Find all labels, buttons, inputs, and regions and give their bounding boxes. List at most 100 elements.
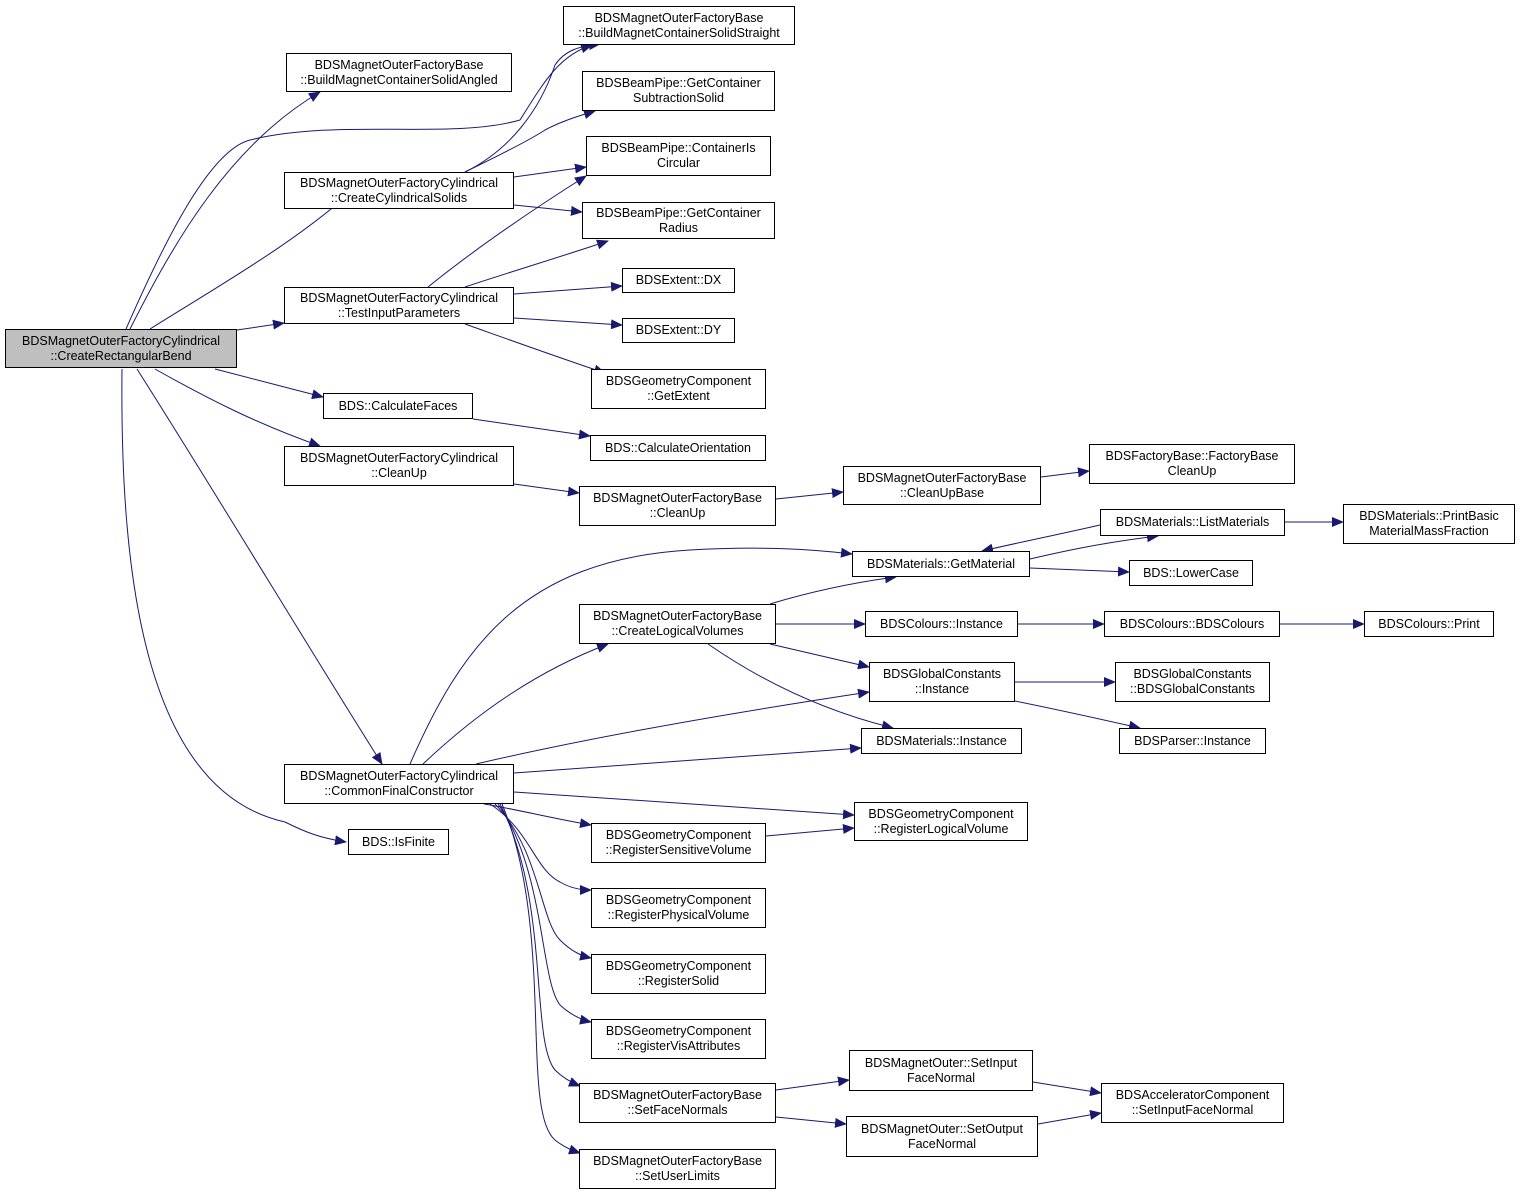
edge-set-out-acc-set [1037, 1109, 1102, 1125]
edge-set-face-set-out [775, 1116, 847, 1128]
edge-common-final-mat-inst [513, 743, 862, 774]
node-label-line: BDSMaterials::ListMaterials [1115, 515, 1270, 529]
node-root[interactable]: BDSMagnetOuterFactoryCylindrical::Create… [5, 329, 237, 368]
node-calc-orient[interactable]: BDS::CalculateOrientation [590, 435, 766, 461]
node-reg-sens[interactable]: BDSGeometryComponent::RegisterSensitiveV… [591, 823, 766, 863]
node-get-mat[interactable]: BDSMaterials::GetMaterial [852, 551, 1030, 577]
node-label-line: ::CleanUp [371, 466, 427, 480]
node-lower[interactable]: BDS::LowerCase [1129, 560, 1253, 586]
node-label-line: Circular [656, 156, 701, 170]
node-label-line: BDSMaterials::PrintBasic [1359, 509, 1499, 523]
node-create-log[interactable]: BDSMagnetOuterFactoryBase::CreateLogical… [579, 604, 776, 644]
node-label-line: BDSMagnetOuterFactoryCylindrical [300, 175, 498, 190]
node-label-line: BDSColours::Instance [880, 616, 1003, 631]
node-label-line: FaceNormal [907, 1136, 977, 1151]
node-label-line: BDSGeometryComponent [605, 1024, 752, 1038]
node-label-line: ::Instance [914, 682, 970, 696]
node-label-line: BDSMaterials::Instance [876, 733, 1007, 748]
node-cleanup-cyl[interactable]: BDSMagnetOuterFactoryCylindrical::CleanU… [284, 446, 514, 486]
edge-root-test-input [236, 319, 285, 331]
node-get-extent[interactable]: BDSGeometryComponent::GetExtent [591, 369, 766, 409]
node-cleanup-base[interactable]: BDSMagnetOuterFactoryBase::CleanUp [579, 486, 776, 526]
edge-common-final-reg-vis [497, 803, 592, 1025]
edge-common-final-reg-phys [489, 803, 592, 895]
node-label-line: BDSMagnetOuterFactoryBase [593, 609, 762, 623]
node-calc-faces[interactable]: BDS::CalculateFaces [323, 393, 473, 419]
node-common-final[interactable]: BDSMagnetOuterFactoryCylindrical::Common… [284, 764, 514, 804]
node-colours-inst[interactable]: BDSColours::Instance [865, 611, 1018, 637]
node-colours-ctor[interactable]: BDSColours::BDSColours [1104, 611, 1280, 637]
node-label-line: BDSParser::Instance [1134, 733, 1251, 748]
edge-root-common-final [136, 368, 383, 765]
node-build-straight[interactable]: BDSMagnetOuterFactoryBase::BuildMagnetCo… [563, 6, 795, 45]
edge-set-in-acc-set [1032, 1081, 1102, 1097]
node-label-line: BDSFactoryBase::FactoryBase [1105, 449, 1279, 463]
edge-root-is-finite [121, 368, 347, 846]
edge-set-face-set-in [775, 1076, 850, 1091]
node-label-line: BDSColours::Print [1378, 616, 1480, 631]
edge-create-cyl-get-rad [513, 204, 583, 216]
node-label-line: ::RegisterSolid [637, 974, 720, 988]
node-create-cyl[interactable]: BDSMagnetOuterFactoryCylindrical::Create… [284, 172, 514, 209]
edge-test-input-is-circ [427, 175, 587, 288]
node-label-line: BDSMagnetOuterFactoryBase [593, 491, 762, 505]
node-test-input[interactable]: BDSMagnetOuterFactoryCylindrical::TestIn… [284, 287, 514, 324]
node-label-line: BDSMagnetOuterFactoryCylindrical [22, 333, 220, 348]
node-label-line: ::BuildMagnetContainerSolidStraight [578, 25, 780, 40]
node-label-line: ::CreateCylindricalSolids [330, 190, 468, 205]
edge-global-inst-parser-inst [1014, 700, 1141, 731]
node-label-line: ::TestInputParameters [337, 305, 461, 320]
node-reg-vis[interactable]: BDSGeometryComponent::RegisterVisAttribu… [591, 1019, 766, 1059]
edge-root-build-angled [129, 91, 321, 330]
node-reg-log[interactable]: BDSGeometryComponent::RegisterLogicalVol… [854, 802, 1028, 841]
node-reg-solid[interactable]: BDSGeometryComponent::RegisterSolid [591, 954, 766, 994]
node-label-line: ::CommonFinalConstructor [324, 784, 474, 798]
node-label-line: BDSGeometryComponent [605, 893, 752, 907]
node-parser-inst[interactable]: BDSParser::Instance [1119, 728, 1266, 754]
node-build-angled[interactable]: BDSMagnetOuterFactoryBase::BuildMagnetCo… [286, 53, 512, 92]
node-dy[interactable]: BDSExtent::DY [622, 318, 735, 343]
node-user-limits[interactable]: BDSMagnetOuterFactoryBase::SetUserLimits [579, 1149, 776, 1189]
node-is-finite[interactable]: BDS::IsFinite [348, 829, 449, 855]
node-label-line: BDSGlobalConstants [882, 667, 1002, 681]
node-label-line: ::GetExtent [647, 389, 710, 403]
node-global-inst[interactable]: BDSGlobalConstants::Instance [869, 662, 1015, 702]
node-label-line: BDS::CalculateFaces [338, 398, 458, 413]
node-label-line: BDSExtent::DY [635, 323, 722, 337]
edge-create-log-mat-inst [707, 643, 894, 731]
edge-common-final-create-log [422, 643, 609, 765]
node-label-line: ::RegisterVisAttributes [616, 1039, 741, 1053]
node-label-line: BDSMagnetOuterFactoryCylindrical [300, 769, 498, 783]
node-dx[interactable]: BDSExtent::DX [622, 268, 735, 293]
node-mat-inst[interactable]: BDSMaterials::Instance [861, 728, 1022, 754]
node-reg-phys[interactable]: BDSGeometryComponent::RegisterPhysicalVo… [591, 888, 766, 928]
node-label-line: BDSColours::BDSColours [1119, 616, 1265, 631]
node-label-line: ::CleanUpBase [899, 485, 985, 500]
node-label-line: BDSMagnetOuterFactoryBase [857, 470, 1027, 485]
node-label-line: BDSGeometryComponent [868, 806, 1014, 821]
node-label-line: ::CreateLogicalVolumes [611, 624, 744, 638]
node-global-ctor[interactable]: BDSGlobalConstants::BDSGlobalConstants [1115, 662, 1270, 702]
node-label-line: ::SetUserLimits [635, 1169, 720, 1183]
node-label-line: BDS::IsFinite [362, 834, 435, 849]
edge-test-input-dx [513, 281, 623, 295]
node-acc-set[interactable]: BDSAcceleratorComponent::SetInputFaceNor… [1101, 1083, 1284, 1123]
edge-common-final-reg-sens [483, 803, 592, 829]
node-list-mat[interactable]: BDSMaterials::ListMaterials [1100, 509, 1285, 536]
node-label-line: ::CreateRectangularBend [50, 348, 192, 363]
node-cleanup-base2[interactable]: BDSMagnetOuterFactoryBase::CleanUpBase [843, 466, 1041, 505]
node-colours-print[interactable]: BDSColours::Print [1364, 611, 1494, 637]
edge-reg-sens-reg-log [765, 824, 855, 837]
node-label-line: BDSMagnetOuterFactoryBase [314, 57, 484, 72]
edge-root-calc-faces [214, 368, 324, 400]
edge-common-final-reg-solid [494, 803, 592, 961]
node-label-line: BDS::CalculateOrientation [605, 440, 751, 455]
node-set-face[interactable]: BDSMagnetOuterFactoryBase::SetFaceNormal… [579, 1083, 776, 1123]
